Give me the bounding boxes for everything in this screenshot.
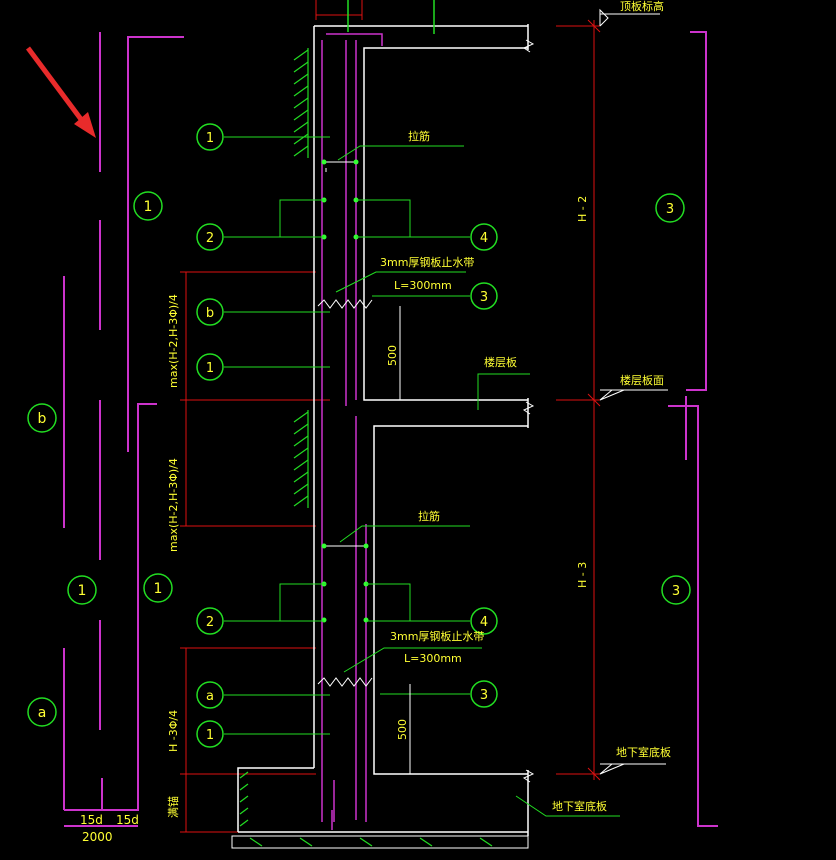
bubble-far-3-upper: 3 [666, 202, 674, 217]
dim-500-lower: 500 [396, 719, 409, 740]
dim-15d-left: 15d [80, 813, 103, 827]
label-floor-level: 楼层板面 [620, 373, 664, 387]
dim-max-upper-1: max(H-2,H-3Φ)/4 [167, 458, 180, 552]
red-arrow-icon [25, 46, 96, 138]
bubble-c1-upper2: 1 [206, 361, 214, 376]
bubble-r3-upper: 3 [480, 290, 488, 305]
label-ties-lower: 拉筋 [418, 509, 440, 523]
center-bubbles [196, 123, 691, 748]
wall-outline [231, 24, 529, 849]
dim-15d-right: 15d [116, 813, 139, 827]
bubble-r4-upper: 4 [480, 231, 488, 246]
dim-h3: H - 3 [576, 562, 589, 588]
bubble-cb-upper: b [206, 306, 214, 321]
bubble-left-1-mid: 1 [78, 583, 87, 599]
label-waterstop-upper-len: L=300mm [394, 279, 452, 292]
wall-rebar [321, 33, 383, 830]
left-bubbles [27, 191, 173, 727]
dim-max-upper-b: max(H-2,H-3Φ)/4 [167, 294, 180, 388]
bubble-left-1-top: 1 [144, 199, 153, 215]
dim-500-upper: 500 [386, 345, 399, 366]
ties [322, 161, 366, 547]
dim-bottom-anchor: 满锚 [166, 796, 180, 818]
leader-lines [224, 136, 620, 817]
label-waterstop-lower-len: L=300mm [404, 652, 462, 665]
bubble-c1-lower: 1 [206, 728, 214, 743]
label-top-level: 顶板标高 [620, 0, 664, 13]
break-marks [522, 39, 535, 783]
dim-2000: 2000 [82, 830, 113, 844]
rebar-dots [321, 159, 369, 623]
bubble-left-b: b [38, 411, 47, 427]
left-rebar-schematic [63, 32, 184, 827]
bubble-far-3-lower: 3 [672, 584, 680, 599]
bubble-left-a: a [38, 705, 47, 721]
left-dimension-lines [180, 0, 363, 833]
bubble-left-1-low: 1 [154, 581, 163, 597]
label-ties-upper: 拉筋 [408, 129, 430, 143]
dim-500-lines [399, 306, 411, 774]
dim-h3-lower: H -3Φ/4 [167, 710, 180, 752]
dim-h2: H - 2 [576, 196, 589, 222]
bubble-c2-lower: 2 [206, 615, 214, 630]
right-dimension-lines [556, 19, 601, 781]
waterstop-lower [317, 677, 373, 687]
bubble-c1-upper: 1 [206, 131, 214, 146]
bubble-r4-lower: 4 [480, 615, 488, 630]
bubble-c2-upper: 2 [206, 231, 214, 246]
top-markers [347, 0, 435, 34]
waterstop-upper [317, 299, 373, 309]
label-floor-slab: 楼层板 [484, 355, 517, 369]
right-rebar [668, 31, 718, 827]
label-waterstop-lower: 3mm厚钢板止水带 [390, 629, 484, 643]
label-basement-floor-slab: 地下室底板 [552, 799, 607, 813]
soil-hatching [239, 48, 493, 847]
bubble-r3-lower: 3 [480, 688, 488, 703]
level-markers [599, 8, 668, 775]
label-waterstop-upper: 3mm厚钢板止水带 [380, 255, 474, 269]
bubble-ca-lower: a [206, 689, 214, 704]
label-basement-floor-level: 地下室底板 [616, 745, 671, 759]
